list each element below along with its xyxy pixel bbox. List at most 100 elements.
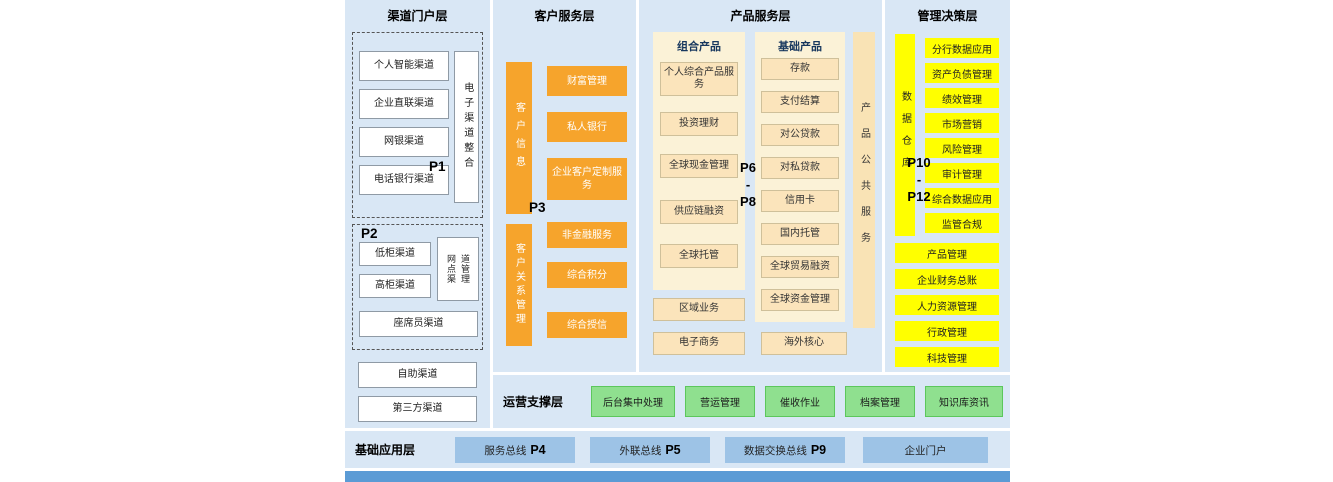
- customer-relationship-bar: 客户关系管理: [506, 224, 532, 346]
- channel-portal-layer: 渠道门户层 个人智能渠道 企业直联渠道 网银渠道 电话银行渠道 电子渠道整合 P…: [345, 0, 490, 428]
- p12-label: P12: [907, 188, 931, 204]
- p6-label: P6: [740, 160, 756, 175]
- product-node-supply-chain: 供应链融资: [660, 200, 738, 224]
- product-node-payment: 支付结算: [761, 91, 839, 113]
- mgmt-node-admin: 行政管理: [895, 321, 999, 341]
- p-range-sep2: -: [916, 171, 922, 187]
- product-node-global-custody: 全球托管: [660, 244, 738, 268]
- ops-node-archives: 档案管理: [845, 386, 915, 417]
- basic-product-header: 基础产品: [778, 41, 822, 53]
- mgmt-node-marketing: 市场营销: [925, 113, 999, 133]
- p2-label: P2: [361, 226, 378, 241]
- mgmt-node-performance: 绩效管理: [925, 88, 999, 108]
- management-decision-layer-title: 管理决策层: [917, 9, 978, 23]
- product-node-regional: 区域业务: [653, 298, 745, 321]
- enterprise-portal-label: 企业门户: [904, 444, 947, 457]
- channel-node-third-party: 第三方渠道: [358, 396, 477, 422]
- customer-node-wealth-mgmt: 财富管理: [547, 66, 627, 96]
- mgmt-node-comprehensive-data: 综合数据应用: [925, 188, 999, 208]
- bus-node-enterprise-portal: 企业门户: [863, 437, 988, 463]
- product-service-layer: 产品服务层 组合产品 个人综合产品服务 投资理财 全球现金管理 供应链融资 全球…: [639, 0, 882, 372]
- product-node-deposit: 存款: [761, 58, 839, 80]
- channel-node-self-service: 自助渠道: [358, 362, 477, 388]
- p2-branch-channel-group: P2 低柜渠道 高柜渠道 网点渠道管理 座席员渠道: [352, 224, 483, 350]
- channel-node-corporate-direct: 企业直联渠道: [359, 89, 449, 119]
- p3-label: P3: [529, 200, 546, 215]
- customer-node-points: 综合积分: [547, 262, 627, 288]
- service-bus-label: 服务总线: [484, 444, 527, 457]
- product-node-corporate-loan: 对公贷款: [761, 124, 839, 146]
- ops-node-operations-mgmt: 营运管理: [685, 386, 755, 417]
- data-exchange-bus-label: 数据交换总线: [743, 444, 807, 457]
- product-node-global-cash: 全球现金管理: [660, 154, 738, 178]
- customer-node-corporate-custom: 企业客户定制服务: [547, 158, 627, 200]
- branch-channel-mgmt-bar: 网点渠道管理: [437, 237, 479, 301]
- product-node-investment: 投资理财: [660, 112, 738, 136]
- mgmt-node-general-ledger: 企业财务总账: [895, 269, 999, 289]
- combo-product-header: 组合产品: [677, 41, 721, 53]
- customer-info-label: 客户信息: [513, 102, 525, 174]
- p9-label: P9: [810, 443, 827, 457]
- bottom-accent-bar: [345, 471, 1010, 482]
- e-channel-integration-bar: 电子渠道整合: [454, 51, 479, 203]
- p5-label: P5: [665, 443, 681, 457]
- mgmt-node-audit: 审计管理: [925, 163, 999, 183]
- p6-p8-label: P6 - P8: [733, 160, 763, 211]
- product-node-global-funds: 全球资金管理: [761, 289, 839, 311]
- p1-label: P1: [429, 159, 446, 174]
- customer-info-bar: 客户信息: [506, 62, 532, 214]
- operation-support-layer-title: 运营支撑层: [503, 395, 564, 409]
- branch-channel-mgmt-label: 网点渠道管理: [446, 254, 470, 284]
- product-public-service-label: 产品公共服务: [858, 102, 870, 258]
- customer-node-credit: 综合授信: [547, 312, 627, 338]
- channel-node-personal-smart: 个人智能渠道: [359, 51, 449, 81]
- mgmt-node-hr: 人力资源管理: [895, 295, 999, 315]
- base-application-layer-title: 基础应用层: [355, 443, 416, 457]
- operation-support-layer: 运营支撑层 后台集中处理 营运管理 催收作业 档案管理 知识库资讯: [493, 375, 1010, 428]
- product-node-ecommerce: 电子商务: [653, 332, 745, 355]
- mgmt-node-compliance: 监管合规: [925, 213, 999, 233]
- product-node-domestic-custody: 国内托管: [761, 223, 839, 245]
- channel-portal-layer-title: 渠道门户层: [387, 9, 448, 23]
- combo-product-panel: 组合产品 个人综合产品服务 投资理财 全球现金管理 供应链融资 全球托管: [653, 32, 745, 290]
- customer-node-nonfinancial: 非金融服务: [547, 222, 627, 248]
- channel-node-online-banking: 网银渠道: [359, 127, 449, 157]
- product-public-service-bar: 产品公共服务: [853, 32, 875, 328]
- customer-service-layer: 客户服务层 客户信息 财富管理 私人银行 企业客户定制服务 P3 客户关系管理 …: [493, 0, 636, 372]
- product-node-trade-finance: 全球贸易融资: [761, 256, 839, 278]
- mgmt-node-risk: 风险管理: [925, 138, 999, 158]
- product-node-personal-composite: 个人综合产品服务: [660, 62, 738, 96]
- management-decision-layer: 管理决策层 数据仓库 P10 - P12 分行数据应用 资产负债管理 绩效管理 …: [885, 0, 1010, 372]
- product-service-layer-title: 产品服务层: [730, 9, 791, 23]
- p10-label: P10: [907, 155, 931, 170]
- p8-label: P8: [740, 193, 756, 209]
- p10-p12-label: P10 - P12: [899, 155, 939, 206]
- customer-relationship-label: 客户关系管理: [513, 243, 525, 327]
- p4-label: P4: [530, 443, 546, 457]
- p-range-sep: -: [745, 176, 751, 192]
- basic-product-panel: 基础产品 存款 支付结算 对公贷款 对私贷款 信用卡 国内托管 全球贸易融资 全…: [755, 32, 845, 322]
- mgmt-node-branch-data: 分行数据应用: [925, 38, 999, 58]
- mgmt-node-product-mgmt: 产品管理: [895, 243, 999, 263]
- customer-node-private-banking: 私人银行: [547, 112, 627, 142]
- channel-node-agent: 座席员渠道: [359, 311, 478, 337]
- product-node-personal-loan: 对私贷款: [761, 157, 839, 179]
- data-warehouse-label: 数据仓库: [899, 91, 911, 179]
- channel-node-high-counter: 高柜渠道: [359, 274, 431, 298]
- mgmt-node-alm: 资产负债管理: [925, 63, 999, 83]
- customer-service-layer-title: 客户服务层: [534, 9, 595, 23]
- p1-electronic-channel-group: 个人智能渠道 企业直联渠道 网银渠道 电话银行渠道 电子渠道整合 P1: [352, 32, 483, 218]
- ops-node-backoffice: 后台集中处理: [591, 386, 675, 417]
- e-channel-integration-label: 电子渠道整合: [461, 82, 473, 172]
- channel-node-telephone-banking: 电话银行渠道: [359, 165, 449, 195]
- data-warehouse-bar: 数据仓库: [895, 34, 915, 236]
- channel-node-low-counter: 低柜渠道: [359, 242, 431, 266]
- mgmt-node-technology: 科技管理: [895, 347, 999, 367]
- external-bus-label: 外联总线: [619, 444, 662, 457]
- product-node-credit-card: 信用卡: [761, 190, 839, 212]
- banking-architecture-diagram: 渠道门户层 个人智能渠道 企业直联渠道 网银渠道 电话银行渠道 电子渠道整合 P…: [345, 0, 1010, 482]
